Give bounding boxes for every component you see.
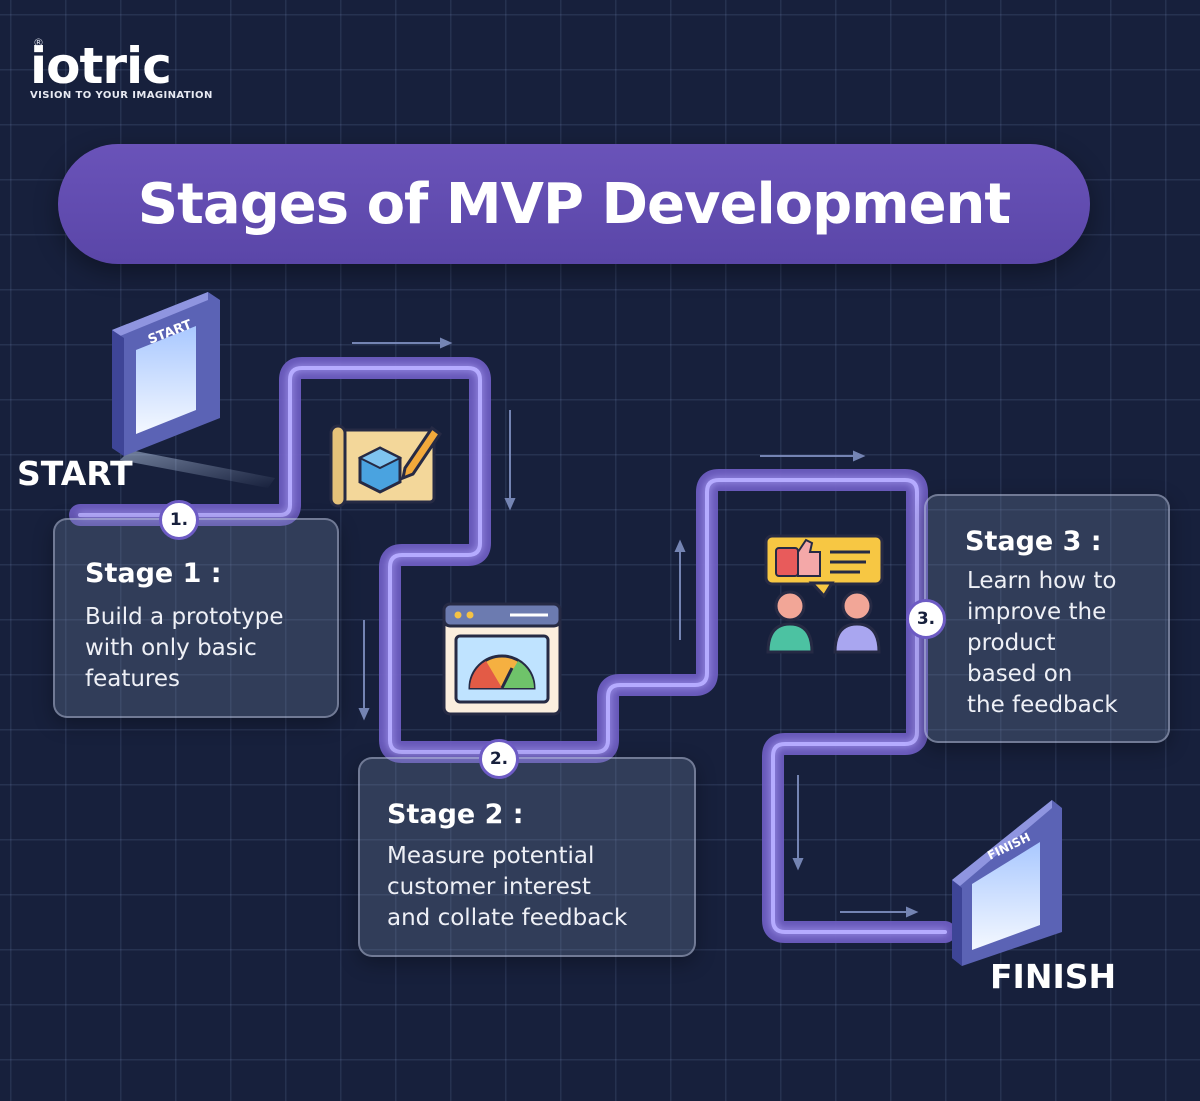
stage-1-card: Stage 1 : Build a prototype with only ba… [53, 518, 339, 718]
brand-tagline: VISION TO YOUR IMAGINATION [30, 90, 213, 101]
stage-3-description: Learn how to improve the product based o… [967, 568, 1118, 718]
finish-label: FINISH [990, 957, 1117, 996]
arrow-up-icon [674, 539, 686, 640]
stage-2-title: Stage 2 : [387, 799, 524, 830]
stage-1-badge: 1. [159, 500, 199, 540]
arrow-right-icon [840, 906, 919, 918]
arrow-down-icon [358, 620, 370, 721]
title-banner: Stages of MVP Development [58, 144, 1090, 264]
finish-gate-icon [952, 800, 1062, 966]
stage-1-title: Stage 1 : [85, 558, 222, 589]
stage-3-badge: 3. [906, 599, 946, 639]
stage-3-card: Stage 3 : Learn how to improve the produ… [924, 494, 1170, 743]
arrow-right-icon [352, 337, 453, 349]
start-label: START [17, 454, 133, 493]
brand-name: iotric [30, 37, 172, 95]
feedback-people-icon [764, 534, 884, 654]
blueprint-cube-icon [329, 424, 443, 508]
start-gate-icon [112, 292, 275, 488]
stage-2-description: Measure potential customer interest and … [387, 843, 628, 931]
brand-logo: ® iotric VISION TO YOUR IMAGINATION [30, 36, 240, 101]
arrow-down-icon [504, 410, 516, 511]
stage-2-badge: 2. [479, 739, 519, 779]
stage-3-title: Stage 3 : [965, 526, 1102, 557]
path-highlight [78, 366, 947, 934]
registered-mark: ® [33, 36, 44, 49]
stage-2-card: Stage 2 : Measure potential customer int… [358, 757, 696, 957]
page-title: Stages of MVP Development [137, 171, 1011, 237]
dashboard-gauge-icon [442, 602, 562, 716]
stage-1-description: Build a prototype with only basic featur… [85, 604, 284, 692]
arrow-down-icon [792, 775, 804, 871]
arrow-right-icon [760, 450, 866, 462]
